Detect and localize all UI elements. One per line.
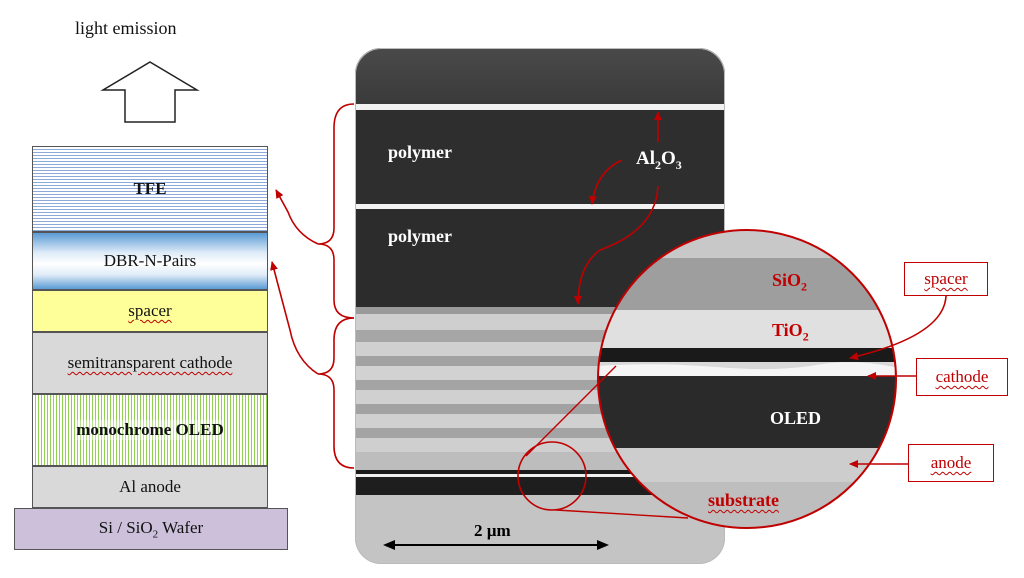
layer-anode: Al anode — [32, 466, 268, 508]
al2o3-arrow-mid — [589, 159, 623, 205]
polymer-top-label: polymer — [388, 142, 452, 162]
light-emission-arrow-icon — [100, 61, 200, 123]
zoom-connector-bottom — [555, 509, 689, 519]
magnify-source-circle — [517, 441, 587, 511]
spacer-callout-arrow — [849, 295, 947, 361]
layer-spacer-label: spacer — [128, 301, 172, 320]
spacer-callout: spacer — [904, 262, 988, 296]
dbr-arrow — [270, 261, 319, 375]
zoom-substrate-label: substrate — [708, 490, 779, 510]
al2o3-arrow-low — [574, 185, 659, 305]
cathode-callout: cathode — [916, 358, 1008, 396]
scale-bar-label: 2 µm — [474, 521, 511, 540]
zoom-circle — [597, 229, 897, 529]
layer-anode-label: Al anode — [119, 477, 181, 496]
tfe-arrow — [275, 189, 319, 245]
layer-dbr-label: DBR-N-Pairs — [103, 251, 197, 270]
al2o3-label: Al2O3 — [636, 148, 682, 172]
layer-cathode-label: semitransparent cathode — [67, 353, 233, 372]
polymer-bottom-label: polymer — [388, 226, 452, 246]
dbr-bracket — [317, 317, 355, 469]
zoom-oled-label: OLED — [770, 408, 822, 428]
layer-wafer: Si / SiO2 Wafer — [14, 508, 288, 550]
layer-spacer: spacer — [32, 290, 268, 332]
zoom-sio2-label: SiO2 — [772, 270, 808, 294]
zoom-connector-top — [525, 365, 617, 457]
anode-callout: anode — [908, 444, 994, 482]
layer-oled-label: monochrome OLED — [76, 420, 224, 440]
layer-dbr: DBR-N-Pairs — [32, 232, 268, 290]
tfe-bracket — [317, 103, 355, 319]
layer-tfe-label: TFE — [133, 179, 167, 198]
layer-wafer-label: Si / SiO2 Wafer — [98, 517, 204, 541]
layer-oled: monochrome OLED — [32, 394, 268, 466]
scale-bar — [383, 540, 609, 550]
zoom-tio2-label: TiO2 — [772, 320, 809, 344]
light-emission-label: light emission — [75, 18, 177, 38]
layer-tfe: TFE — [32, 146, 268, 232]
layer-cathode: semitransparent cathode — [32, 332, 268, 394]
